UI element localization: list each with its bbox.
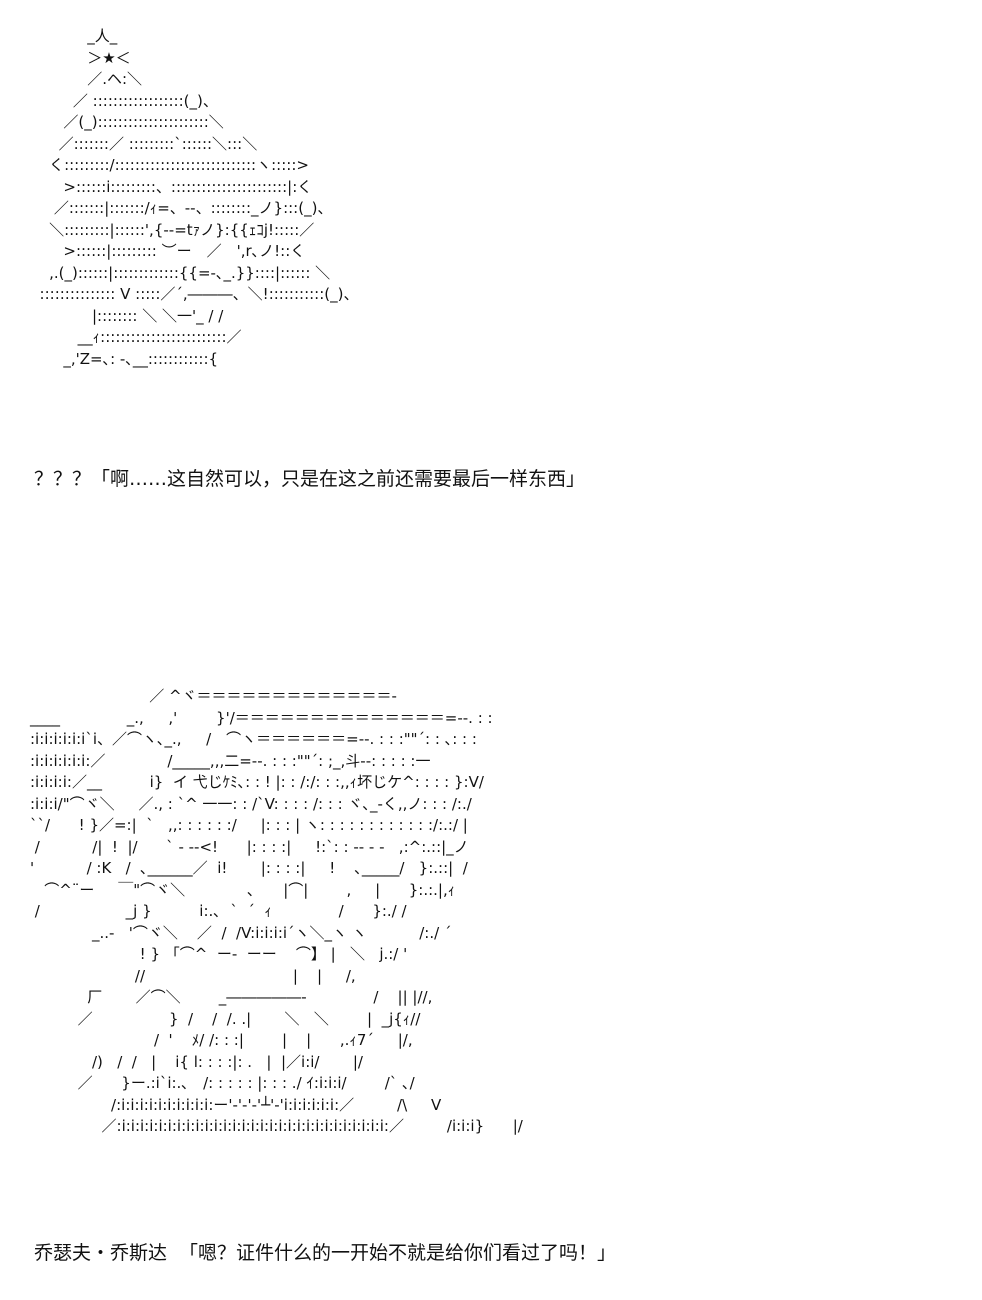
dialogue-line-unknown: ？？？「啊……这自然可以，只是在这之前还需要最后一样东西」 xyxy=(34,466,585,492)
joseph-scene-ascii-art: ／ ^ヾ＝＝＝＝＝＝＝＝＝＝＝＝＝- ____ _., ,' }'/＝＝＝＝＝＝… xyxy=(30,687,523,1135)
speaker-name: 乔瑟夫・乔斯达 xyxy=(34,1242,168,1264)
dialogue-text: 「嗯？证件什么的一开始不就是给你们看过了吗！」 xyxy=(179,1242,617,1264)
christmas-tree-ascii-art: _人_ ＞★＜ ／.ヘ:＼ ／ ::::::::::::::::::(_)、 ／… xyxy=(39,27,359,368)
dialogue-line-joseph: 乔瑟夫・乔斯达「嗯？证件什么的一开始不就是给你们看过了吗！」 xyxy=(34,1240,616,1266)
dialogue-text: ？？？「啊……这自然可以，只是在这之前还需要最后一样东西」 xyxy=(34,468,586,490)
